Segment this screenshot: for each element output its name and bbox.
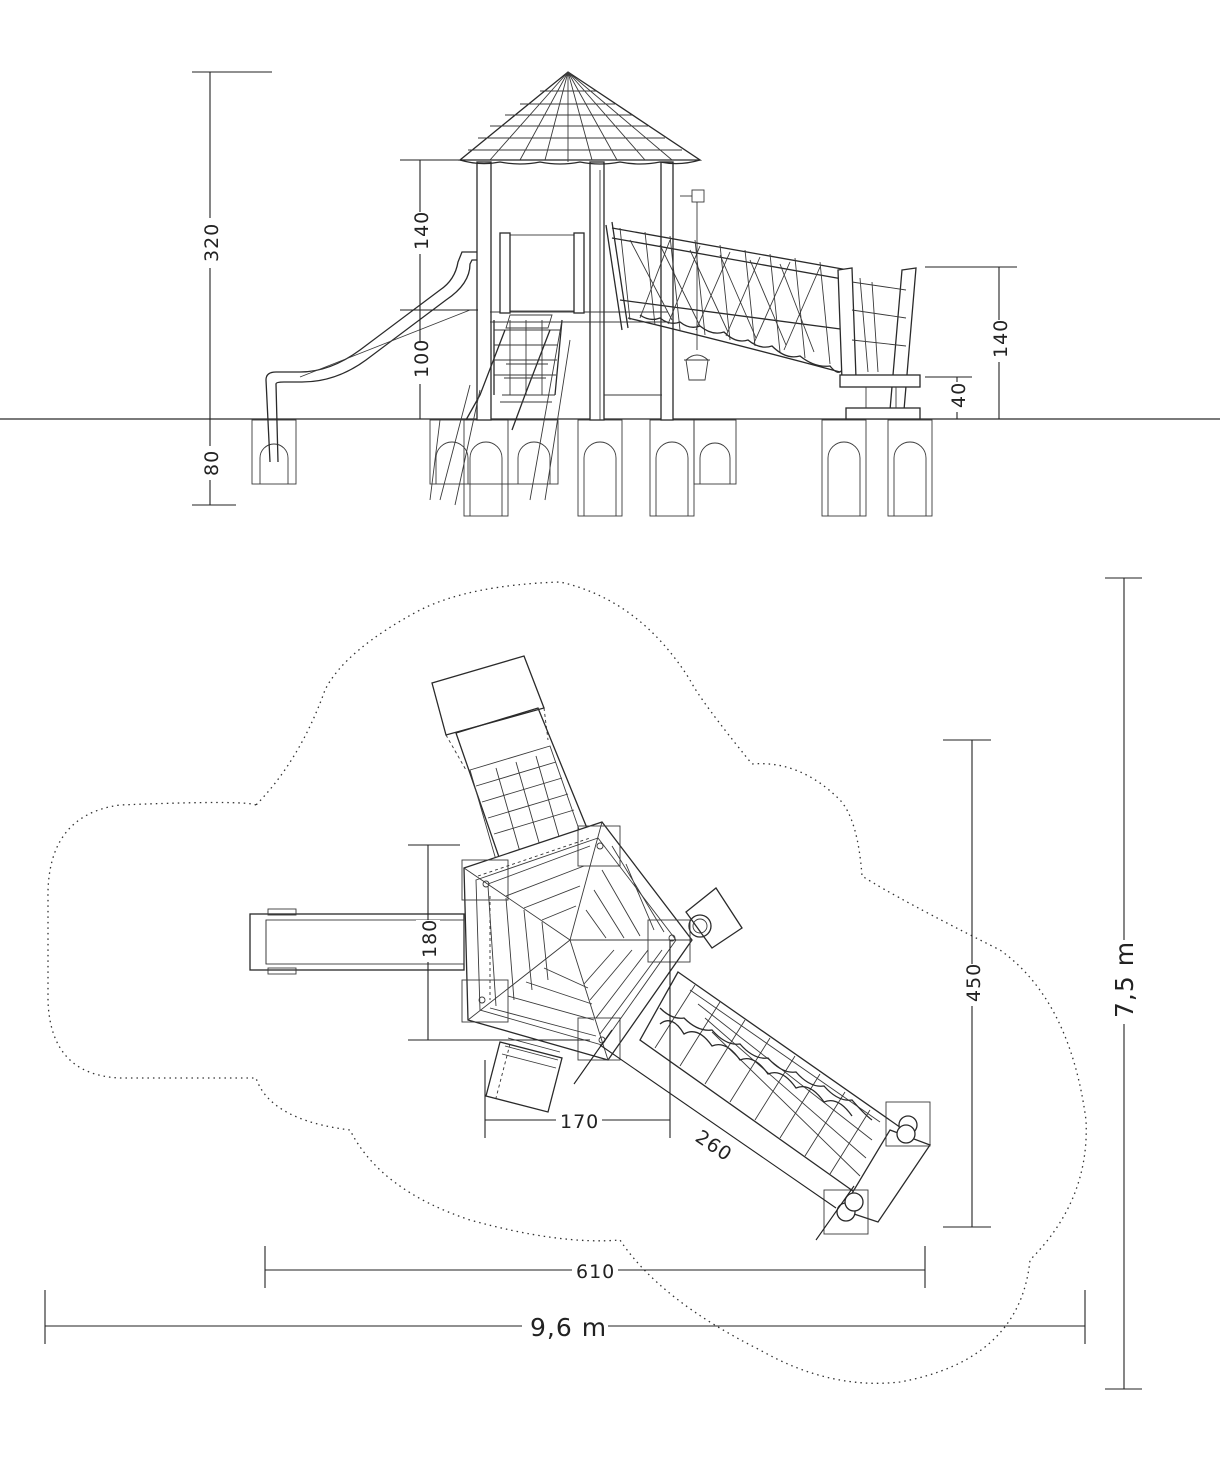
dim-tower-offset: 170 [560,1111,599,1133]
dim-depth: 450 [963,963,985,1002]
dim-tower-width: 180 [419,919,441,958]
rope-bridge [605,221,849,373]
bridge-plan [639,971,931,1235]
slide-plan [249,908,465,975]
side-dimension-labels: 320 80 140 100 140 40 [198,211,1012,480]
slide [265,251,478,463]
overall-width: 9,6 m [530,1313,607,1342]
safety-zone-outline [47,581,1087,1384]
tower-plan [461,821,693,1061]
side-elevation: 320 80 140 100 140 40 [0,71,1220,517]
tower-roof [458,71,703,165]
dim-low-platform-height: 40 [948,382,970,408]
dim-roof-height: 140 [411,211,433,250]
ladder-arm [431,655,601,861]
dim-width: 610 [576,1261,615,1283]
dim-foundation-depth: 80 [201,450,223,476]
dim-bridge-end-height: 140 [990,319,1012,358]
dim-deck-height: 100 [411,339,433,378]
dim-total-height: 320 [201,223,223,262]
tower-posts [476,161,674,421]
foundations [251,419,933,517]
overall-depth: 7,5 m [1110,941,1139,1018]
bucket-pulley [680,189,710,381]
bridge-end-platform [837,267,921,420]
bucket-plan [685,887,743,949]
plan-view: 180 170 260 450 610 9,6 m 7,5 m [44,577,1142,1390]
climbing-net [429,314,571,506]
bottom-ramp [485,1037,563,1113]
